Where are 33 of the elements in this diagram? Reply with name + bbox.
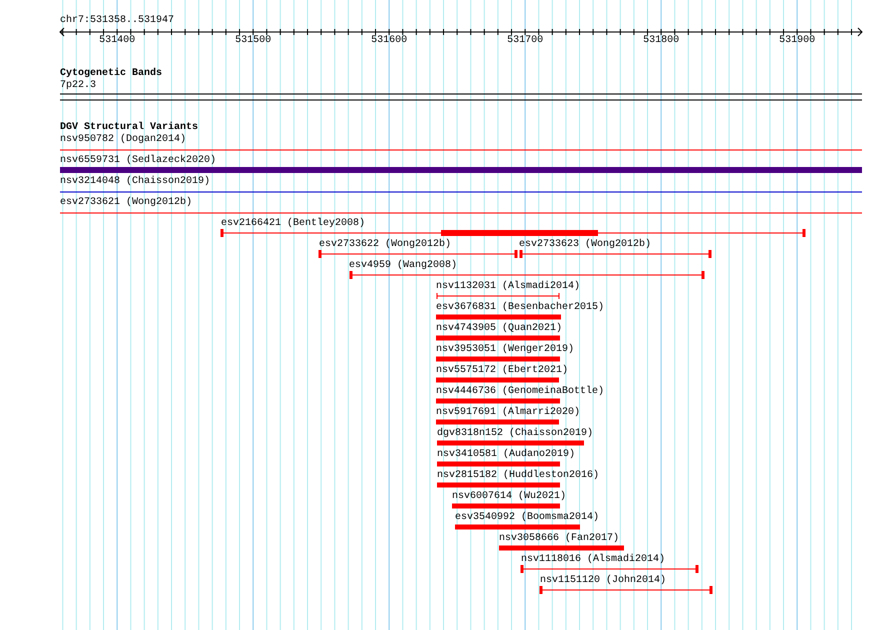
- variant-label: esv3676831 (Besenbacher2015): [436, 302, 604, 314]
- axis-tick-label: 531400: [99, 35, 136, 47]
- variant-label: nsv3410581 (Audano2019): [437, 449, 576, 461]
- variant-label: nsv1118016 (Alsmadi2014): [521, 554, 666, 566]
- variant-label: esv2733623 (Wong2012b): [519, 239, 652, 251]
- variant-label: esv4959 (Wang2008): [349, 260, 458, 272]
- variant-label: nsv3214048 (Chaisson2019): [60, 176, 210, 188]
- region-coordinates: chr7:531358..531947: [60, 15, 174, 27]
- track-heading: DGV Structural Variants: [60, 122, 198, 134]
- variant-label: nsv6559731 (Sedlazeck2020): [60, 155, 216, 167]
- axis-tick-label: 531500: [235, 35, 272, 47]
- variant-label: nsv1132031 (Alsmadi2014): [436, 281, 580, 293]
- variant-label: esv2733621 (Wong2012b): [60, 197, 192, 209]
- variant-label: nsv4446736 (GenomeinaBottle): [436, 386, 604, 398]
- variant-label: nsv5917691 (Almarri2020): [436, 407, 580, 419]
- axis-tick-label: 531600: [371, 35, 408, 47]
- variant-label: dgv8318n152 (Chaisson2019): [437, 428, 594, 440]
- variant-label: nsv1151120 (John2014): [540, 575, 666, 587]
- variant-label: esv3540992 (Boomsma2014): [455, 512, 600, 524]
- track-heading: Cytogenetic Bands: [60, 68, 162, 80]
- variant-label: nsv3953051 (Wenger2019): [436, 344, 574, 356]
- axis-tick-label: 531700: [507, 35, 544, 47]
- variant-label: nsv6007614 (Wu2021): [452, 491, 566, 503]
- variant-label: esv2733622 (Wong2012b): [319, 239, 452, 251]
- axis-tick-label: 531800: [643, 35, 680, 47]
- variant-label: nsv2815182 (Huddleston2016): [437, 470, 600, 482]
- axis-tick-label: 531900: [779, 35, 816, 47]
- band-label: 7p22.3: [60, 80, 96, 92]
- variant-label: esv2166421 (Bentley2008): [221, 218, 366, 230]
- variant-label: nsv4743905 (Quan2021): [436, 323, 562, 335]
- variant-label: nsv3058666 (Fan2017): [499, 533, 620, 545]
- variant-label: nsv5575172 (Ebert2021): [436, 365, 568, 377]
- variant-label: nsv950782 (Dogan2014): [60, 134, 186, 146]
